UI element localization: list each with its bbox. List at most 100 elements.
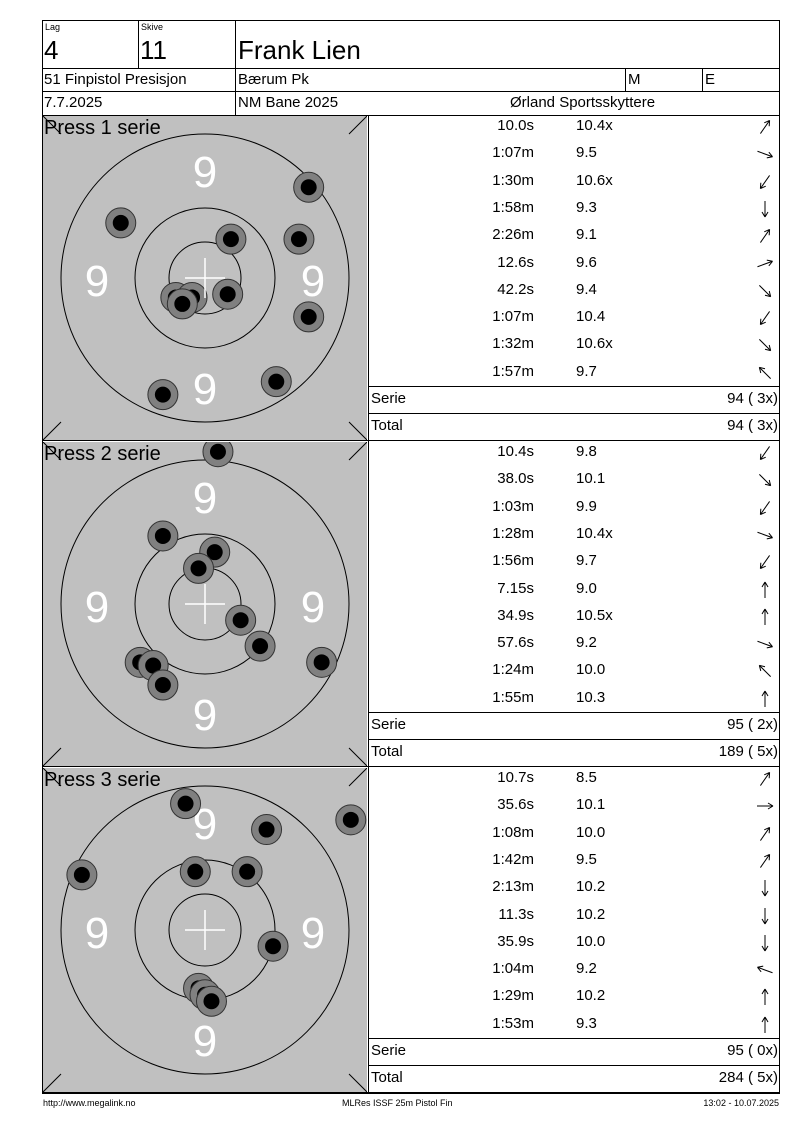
shot-time: 1:58m [492, 198, 534, 216]
shot-time: 1:24m [492, 661, 534, 679]
shot-hole [105, 207, 137, 239]
shot-hole [251, 814, 283, 846]
shot-hole [225, 604, 257, 636]
event-date: 7.7.2025 [44, 94, 103, 111]
shot-hole [335, 804, 367, 836]
shot-time: 1:42m [492, 850, 534, 868]
ring-number: 9 [193, 365, 217, 414]
direction-arrow-icon [761, 989, 769, 1006]
shot-hole [170, 788, 202, 820]
direction-arrow-icon [758, 366, 772, 379]
shot-score: 10.2 [576, 878, 606, 896]
shot-score: 10.2 [576, 905, 606, 923]
shot-score: 10.4x [576, 117, 613, 134]
shot-time: 35.9s [497, 932, 534, 950]
gender: M [628, 71, 641, 88]
ring-number: 9 [193, 1017, 217, 1066]
ring-number: 9 [193, 691, 217, 740]
shot-time: 1:04m [492, 960, 534, 978]
direction-arrow-icon [757, 640, 773, 649]
shot-hole [147, 520, 179, 552]
shot-score: 9.1 [576, 226, 597, 244]
category: E [705, 71, 716, 88]
serie-label: Serie [371, 390, 407, 407]
shot-score: 10.4 [576, 308, 606, 326]
shot-score: 9.2 [576, 634, 597, 652]
total-value: 189 ( 5x) [718, 743, 778, 760]
direction-arrow-icon [759, 311, 770, 326]
shot-score: 9.3 [576, 1014, 597, 1032]
shot-hole [179, 856, 211, 888]
shot-score: 9.0 [576, 579, 597, 597]
ring-number: 9 [301, 909, 325, 958]
direction-arrow-icon [761, 1016, 769, 1033]
series-title: Press 2 serie [44, 443, 161, 465]
shot-hole [260, 366, 292, 398]
direction-arrow-icon [759, 174, 770, 189]
shot-hole [293, 171, 325, 203]
shot-score: 10.0 [576, 932, 606, 950]
ring-number: 9 [85, 909, 109, 958]
shot-hole [195, 985, 227, 1017]
shot-score: 8.5 [576, 769, 597, 786]
skive-value: 11 [140, 35, 167, 65]
organizer: Ørland Sportsskyttere [510, 94, 656, 111]
shot-hole [202, 442, 234, 468]
footer-url: http://www.megalink.no [43, 1098, 136, 1108]
ring-number: 9 [85, 257, 109, 306]
direction-arrow-icon [757, 531, 773, 540]
shot-time: 7.15s [497, 579, 534, 597]
series-title: Press 1 serie [44, 117, 161, 139]
shot-score: 10.0 [576, 661, 606, 679]
direction-arrow-icon [760, 853, 771, 868]
shot-hole [147, 669, 179, 701]
ring-number: 9 [193, 148, 217, 197]
shot-hole [231, 856, 263, 888]
shot-score: 10.1 [576, 796, 606, 814]
shot-time: 10.0s [497, 117, 534, 134]
serie-value: 94 ( 3x) [727, 390, 778, 407]
shot-score: 9.7 [576, 362, 597, 380]
shot-hole [306, 646, 338, 678]
shot-score: 10.1 [576, 470, 606, 488]
direction-arrow-icon [758, 284, 772, 297]
shot-hole [147, 379, 179, 411]
shot-score: 9.5 [576, 144, 597, 162]
shot-score: 10.6x [576, 171, 613, 189]
shot-time: 1:32m [492, 335, 534, 353]
serie-value: 95 ( 0x) [727, 1042, 778, 1059]
shot-time: 10.7s [497, 769, 534, 786]
series-title: Press 3 serie [44, 769, 161, 791]
ring-number: 9 [85, 583, 109, 632]
shot-time: 1:30m [492, 171, 534, 189]
lag-label: Lag [45, 22, 61, 32]
shot-time: 12.6s [497, 253, 534, 271]
skive-label: Skive [141, 22, 164, 32]
shot-hole [183, 552, 215, 584]
total-label: Total [371, 417, 403, 434]
shot-time: 1:07m [492, 308, 534, 326]
shot-hole [257, 930, 289, 962]
shot-time: 57.6s [497, 634, 534, 652]
direction-arrow-icon [761, 690, 769, 707]
shot-score: 9.8 [576, 443, 597, 460]
shot-score: 10.2 [576, 987, 606, 1005]
shot-hole [293, 301, 325, 333]
shot-time: 1:55m [492, 688, 534, 706]
shot-time: 34.9s [497, 606, 534, 624]
ring-number: 9 [301, 583, 325, 632]
shot-score: 9.4 [576, 280, 597, 298]
direction-arrow-icon [757, 965, 773, 974]
shot-time: 1:07m [492, 144, 534, 162]
direction-arrow-icon [758, 339, 772, 352]
direction-arrow-icon [758, 665, 772, 678]
shot-hole [283, 223, 315, 255]
shot-time: 1:29m [492, 987, 534, 1005]
shot-time: 35.6s [497, 796, 534, 814]
direction-arrow-icon [760, 826, 771, 841]
direction-arrow-icon [760, 119, 771, 134]
shot-time: 2:26m [492, 226, 534, 244]
shot-hole [212, 278, 244, 310]
